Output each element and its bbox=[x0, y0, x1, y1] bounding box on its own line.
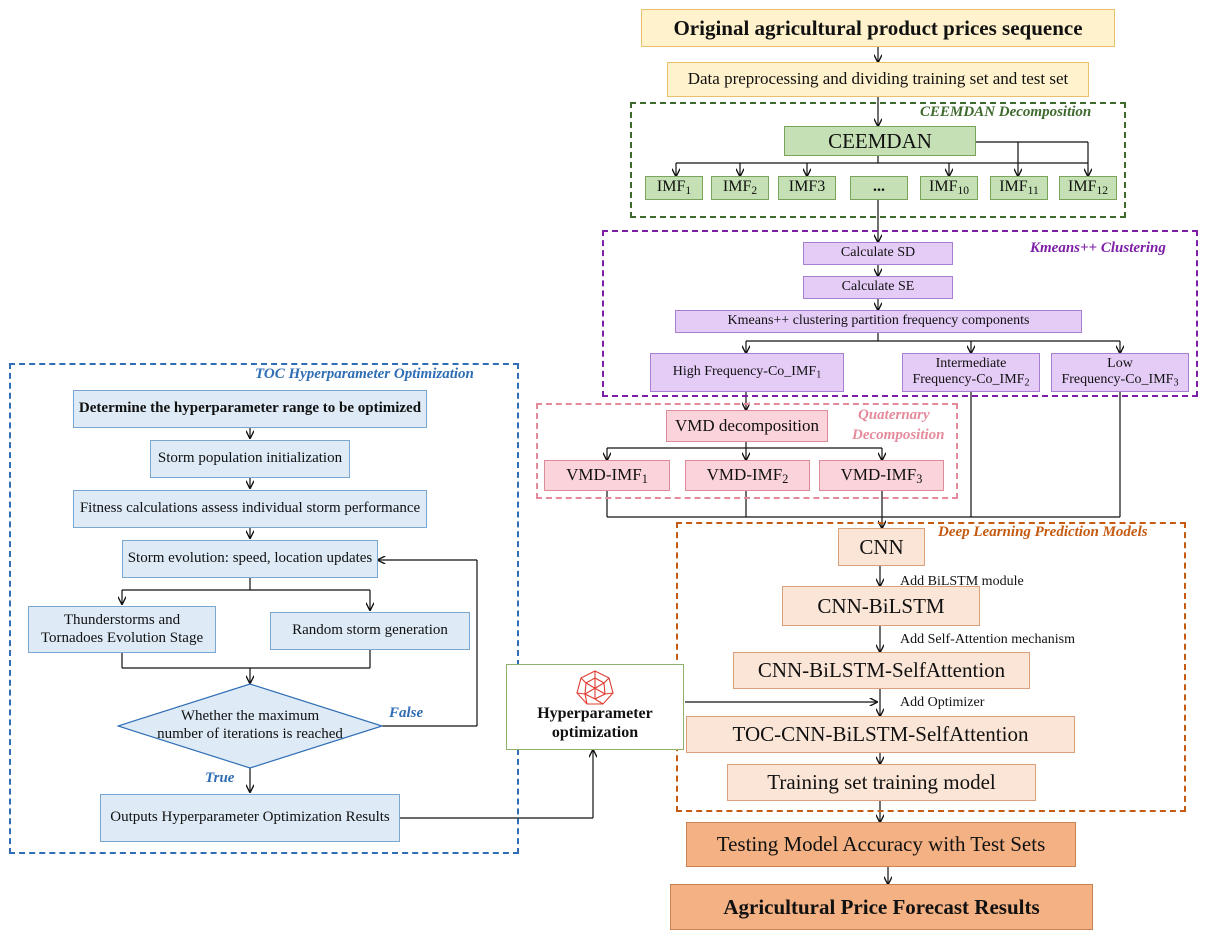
network-polyhedron-icon bbox=[575, 669, 615, 713]
storm-evolution-text: Storm evolution: speed, location updates bbox=[127, 550, 373, 567]
true-label: True bbox=[205, 770, 235, 786]
vmd-imf-box-3: VMD-IMF3 bbox=[819, 460, 944, 491]
training-text: Training set training model bbox=[767, 770, 996, 795]
cnn-box: CNN bbox=[838, 528, 925, 566]
population-init-box: Storm population initialization bbox=[150, 440, 350, 478]
decision-diamond bbox=[117, 683, 383, 769]
vmd-imf-label-1: VMD-IMF1 bbox=[566, 464, 648, 486]
imf-label-10: IMF10 bbox=[929, 177, 969, 197]
decision-line1: Whether the maximum bbox=[180, 708, 320, 725]
low-frequency-line2: Frequency-Co_IMF3 bbox=[1061, 372, 1179, 389]
testing-box: Testing Model Accuracy with Test Sets bbox=[686, 822, 1076, 867]
calculate-se-text: Calculate SE bbox=[841, 279, 915, 295]
calculate-sd-text: Calculate SD bbox=[840, 245, 916, 261]
imf-label-ellipsis: ... bbox=[873, 177, 885, 195]
kmeans-frame bbox=[602, 230, 1198, 397]
fitness-text: Fitness calculations assess individual s… bbox=[79, 500, 421, 517]
intermediate-frequency-line1: Intermediate bbox=[935, 355, 1007, 371]
decision-text: Whether the maximum number of iterations… bbox=[150, 705, 350, 747]
original-sequence-text: Original agricultural product prices seq… bbox=[673, 15, 1083, 40]
thunderstorms-box: Thunderstorms and Tornadoes Evolution St… bbox=[28, 606, 216, 653]
imf-box-ellipsis: ... bbox=[850, 176, 908, 200]
vmd-imf-label-2: VMD-IMF2 bbox=[706, 464, 789, 486]
imf-box-1: IMF1 bbox=[645, 176, 703, 200]
ceemdan-box: CEEMDAN bbox=[784, 126, 976, 156]
random-storm-text: Random storm generation bbox=[292, 622, 448, 639]
deep-learning-frame-title: Deep Learning Prediction Models bbox=[938, 524, 1148, 540]
imf-box-12: IMF12 bbox=[1059, 176, 1117, 200]
decision-line2: number of iterations is reached bbox=[157, 726, 343, 742]
toc-model-text: TOC-CNN-BiLSTM-SelfAttention bbox=[732, 722, 1029, 747]
cnn-bilstm-text: CNN-BiLSTM bbox=[817, 593, 945, 618]
add-optimizer-label: Add Optimizer bbox=[900, 695, 985, 710]
random-storm-box: Random storm generation bbox=[270, 612, 470, 650]
thunderstorms-line2: Tornadoes Evolution Stage bbox=[40, 629, 204, 646]
hyperparameter-optimization-line2: optimization bbox=[551, 724, 639, 742]
forecast-text: Agricultural Price Forecast Results bbox=[723, 894, 1040, 919]
toc-frame bbox=[9, 363, 519, 854]
low-frequency-line1: Low bbox=[1107, 355, 1133, 371]
imf-label-2: IMF2 bbox=[722, 177, 758, 197]
vmd-decomposition-text: VMD decomposition bbox=[674, 415, 820, 435]
testing-text: Testing Model Accuracy with Test Sets bbox=[716, 832, 1046, 857]
cnn-bilstm-sa-text: CNN-BiLSTM-SelfAttention bbox=[757, 658, 1006, 683]
outputs-box: Outputs Hyperparameter Optimization Resu… bbox=[100, 794, 400, 842]
ceemdan-text: CEEMDAN bbox=[828, 128, 932, 153]
low-frequency-box: Low Frequency-Co_IMF3 bbox=[1051, 353, 1189, 392]
hyperparameter-optimization-box: Hyperparameter optimization bbox=[506, 664, 684, 750]
imf-box-11: IMF11 bbox=[990, 176, 1048, 200]
calculate-se-box: Calculate SE bbox=[803, 276, 953, 299]
cnn-bilstm-box: CNN-BiLSTM bbox=[782, 586, 980, 626]
outputs-text: Outputs Hyperparameter Optimization Resu… bbox=[110, 809, 390, 826]
determine-range-box: Determine the hyperparameter range to be… bbox=[73, 390, 427, 428]
kmeans-frame-title: Kmeans++ Clustering bbox=[1030, 240, 1166, 256]
imf-label-11: IMF11 bbox=[999, 177, 1039, 197]
quaternary-frame bbox=[536, 403, 958, 499]
calculate-sd-box: Calculate SD bbox=[803, 242, 953, 265]
cnn-bilstm-sa-box: CNN-BiLSTM-SelfAttention bbox=[733, 652, 1030, 689]
vmd-imf-box-2: VMD-IMF2 bbox=[685, 460, 810, 491]
kmeans-partition-text: Kmeans++ clustering partition frequency … bbox=[727, 313, 1030, 329]
intermediate-frequency-line2: Frequency-Co_IMF2 bbox=[912, 372, 1030, 389]
add-bilstm-label: Add BiLSTM module bbox=[900, 574, 1024, 589]
ceemdan-frame-title: CEEMDAN Decomposition bbox=[920, 104, 1092, 120]
original-sequence-box: Original agricultural product prices seq… bbox=[641, 9, 1115, 47]
preprocess-box: Data preprocessing and dividing training… bbox=[667, 62, 1089, 97]
preprocess-text: Data preprocessing and dividing training… bbox=[687, 69, 1069, 89]
population-init-text: Storm population initialization bbox=[157, 450, 343, 467]
imf-label-12: IMF12 bbox=[1068, 177, 1108, 197]
cnn-text: CNN bbox=[859, 534, 904, 559]
imf-box-3: IMF3 bbox=[778, 176, 836, 200]
fitness-box: Fitness calculations assess individual s… bbox=[73, 490, 427, 528]
training-box: Training set training model bbox=[727, 764, 1036, 801]
determine-range-text: Determine the hyperparameter range to be… bbox=[78, 400, 422, 417]
imf-label-3: IMF3 bbox=[788, 177, 826, 195]
high-frequency-text: High Frequency-Co_IMF1 bbox=[672, 363, 822, 381]
quaternary-frame-title-line1: Quaternary bbox=[858, 407, 930, 423]
high-frequency-box: High Frequency-Co_IMF1 bbox=[650, 353, 844, 392]
toc-frame-title: TOC Hyperparameter Optimization bbox=[255, 366, 474, 382]
vmd-decomposition-box: VMD decomposition bbox=[666, 410, 828, 442]
hyperparameter-optimization-line1: Hyperparameter bbox=[537, 705, 653, 723]
imf-label-1: IMF1 bbox=[656, 177, 692, 197]
imf-box-10: IMF10 bbox=[920, 176, 978, 200]
add-attention-label: Add Self-Attention mechanism bbox=[900, 632, 1075, 647]
ceemdan-frame bbox=[630, 102, 1126, 218]
storm-evolution-box: Storm evolution: speed, location updates bbox=[122, 540, 378, 578]
imf-box-2: IMF2 bbox=[711, 176, 769, 200]
quaternary-frame-title-line2: Decomposition bbox=[852, 427, 945, 443]
intermediate-frequency-box: Intermediate Frequency-Co_IMF2 bbox=[902, 353, 1040, 392]
false-label: False bbox=[389, 705, 424, 721]
toc-model-box: TOC-CNN-BiLSTM-SelfAttention bbox=[686, 716, 1075, 753]
forecast-box: Agricultural Price Forecast Results bbox=[670, 884, 1093, 930]
vmd-imf-box-1: VMD-IMF1 bbox=[544, 460, 670, 491]
thunderstorms-line1: Thunderstorms and bbox=[63, 611, 181, 628]
kmeans-partition-box: Kmeans++ clustering partition frequency … bbox=[675, 310, 1082, 333]
vmd-imf-label-3: VMD-IMF3 bbox=[840, 464, 923, 486]
